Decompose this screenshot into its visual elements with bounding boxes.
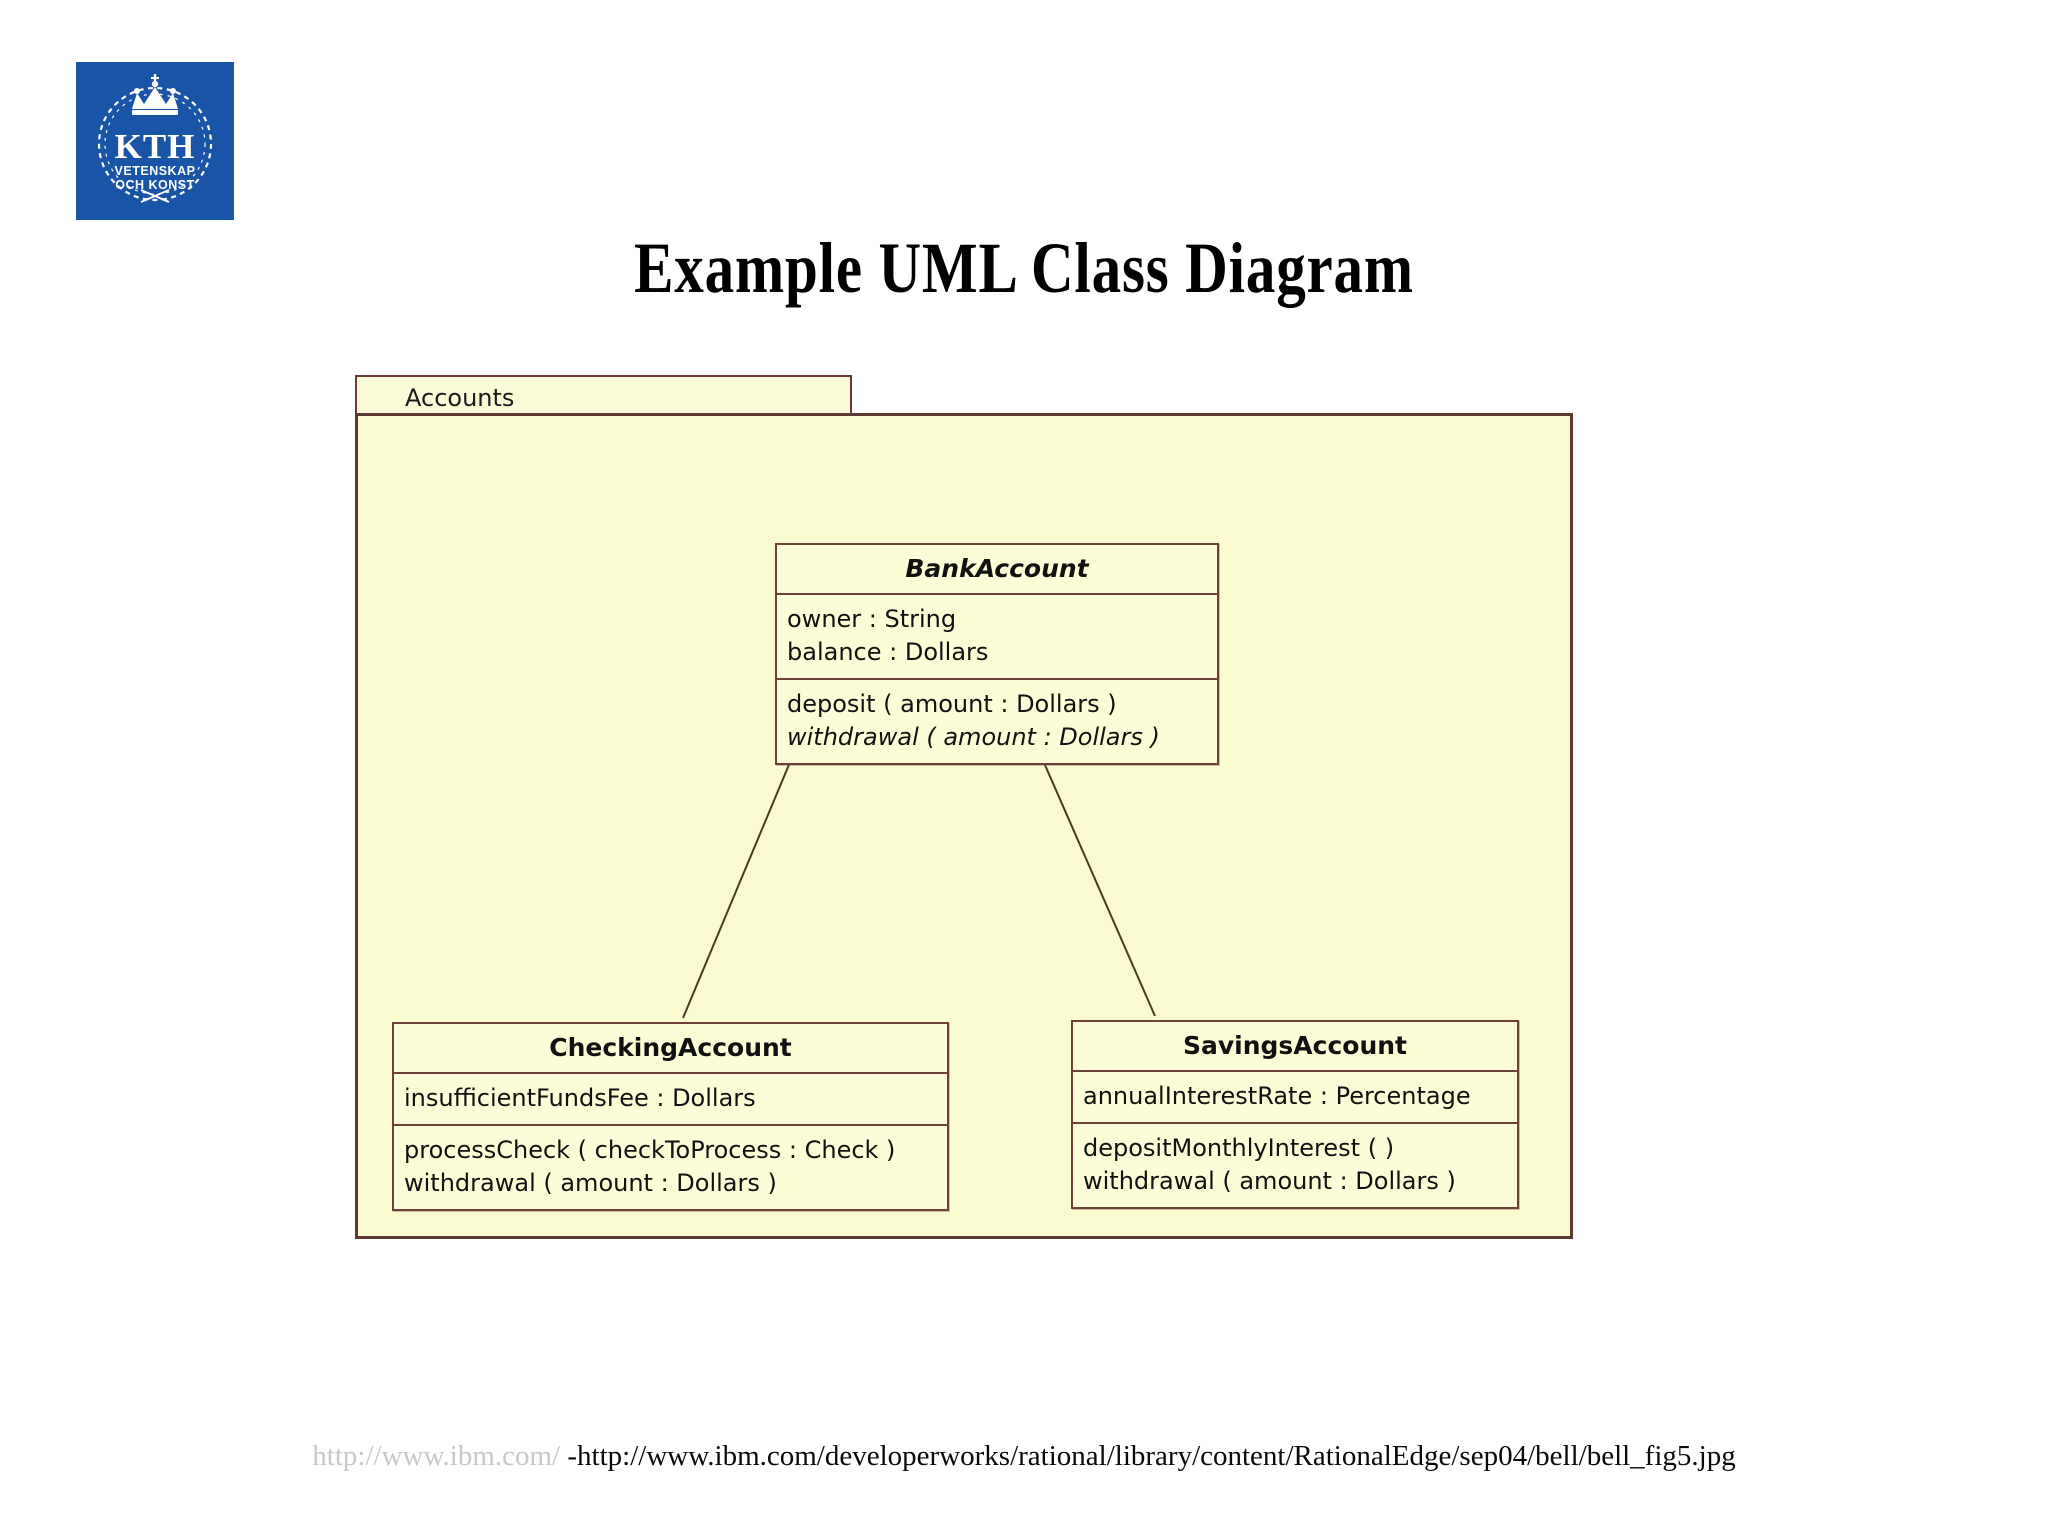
attributes-savingsaccount: annualInterestRate : Percentage <box>1073 1072 1517 1124</box>
class-name-bankaccount: BankAccount <box>777 545 1217 595</box>
footer-url-main: -http://www.ibm.com/developerworks/ratio… <box>567 1440 1736 1472</box>
class-box-savingsaccount: SavingsAccount annualInterestRate : Perc… <box>1071 1020 1519 1209</box>
class-box-checkingaccount: CheckingAccount insufficientFundsFee : D… <box>392 1022 949 1211</box>
attribute: insufficientFundsFee : Dollars <box>404 1084 756 1112</box>
operation: withdrawal ( amount : Dollars ) <box>404 1169 777 1197</box>
operation: deposit ( amount : Dollars ) <box>787 690 1117 718</box>
kth-logo: KTH VETENSKAP OCH KONST <box>76 62 234 220</box>
operations-checkingaccount: processCheck ( checkToProcess : Check ) … <box>394 1126 947 1209</box>
attribute: balance : Dollars <box>787 638 989 666</box>
operations-bankaccount: deposit ( amount : Dollars ) withdrawal … <box>777 680 1217 763</box>
package-tab: Accounts <box>355 375 852 415</box>
page-title: Example UML Class Diagram <box>634 228 1414 308</box>
footer-source-note: http://www.ibm.com/ -http://www.ibm.com/… <box>0 1438 2048 1474</box>
class-name-savingsaccount: SavingsAccount <box>1073 1022 1517 1072</box>
svg-text:OCH KONST: OCH KONST <box>115 178 195 192</box>
operations-savingsaccount: depositMonthlyInterest ( ) withdrawal ( … <box>1073 1124 1517 1207</box>
uml-class-diagram: Accounts BankAccount owner : String bala… <box>355 375 1575 1240</box>
operation: depositMonthlyInterest ( ) <box>1083 1134 1395 1162</box>
svg-text:VETENSKAP: VETENSKAP <box>115 164 196 178</box>
operation: withdrawal ( amount : Dollars ) <box>787 723 1160 751</box>
class-name-checkingaccount: CheckingAccount <box>394 1024 947 1074</box>
operation: processCheck ( checkToProcess : Check ) <box>404 1136 896 1164</box>
attribute: owner : String <box>787 605 957 633</box>
footer-url-faint[interactable]: http://www.ibm.com/ <box>312 1440 561 1472</box>
svg-text:KTH: KTH <box>115 127 196 166</box>
package-name-label: Accounts <box>405 384 515 412</box>
operation: withdrawal ( amount : Dollars ) <box>1083 1167 1456 1195</box>
attributes-bankaccount: owner : String balance : Dollars <box>777 595 1217 680</box>
attribute: annualInterestRate : Percentage <box>1083 1082 1471 1110</box>
attributes-checkingaccount: insufficientFundsFee : Dollars <box>394 1074 947 1126</box>
class-box-bankaccount: BankAccount owner : String balance : Dol… <box>775 543 1219 765</box>
